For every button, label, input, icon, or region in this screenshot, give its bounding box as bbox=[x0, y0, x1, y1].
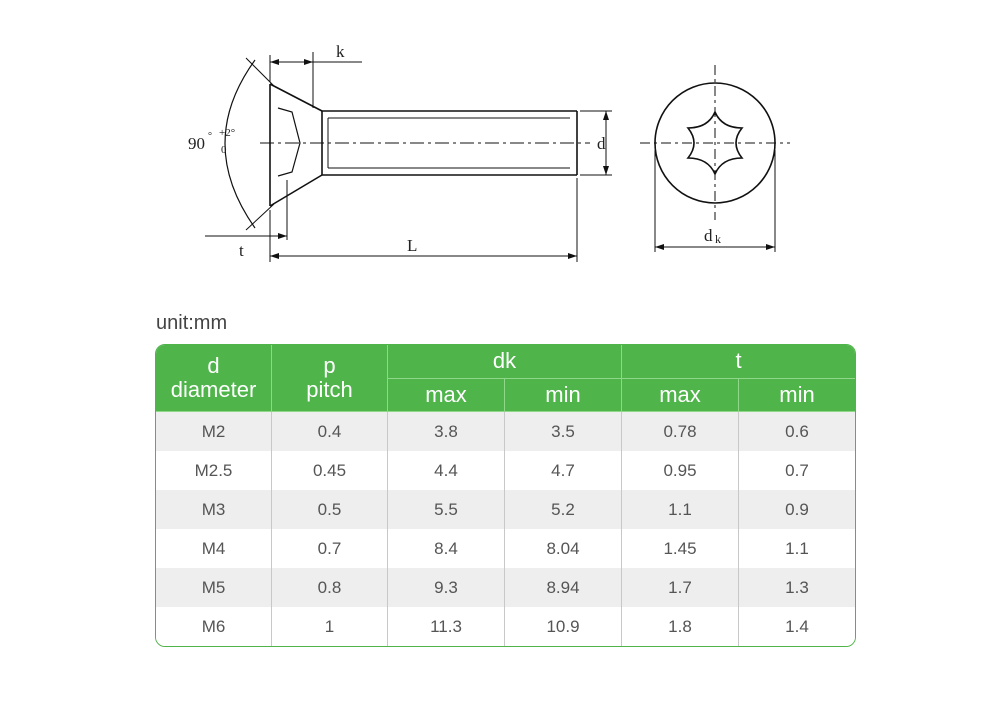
header-dk-min: min bbox=[505, 379, 622, 412]
cell-dk-max: 8.4 bbox=[388, 529, 505, 568]
table-row: M3 0.5 5.5 5.2 1.1 0.9 bbox=[156, 490, 855, 529]
table-row: M2 0.4 3.8 3.5 0.78 0.6 bbox=[156, 412, 855, 451]
cell-pitch: 0.45 bbox=[272, 451, 388, 490]
t-label: t bbox=[239, 241, 244, 260]
cell-t-min: 0.6 bbox=[739, 412, 855, 451]
cell-dk-max: 3.8 bbox=[388, 412, 505, 451]
cell-t-max: 1.1 bbox=[622, 490, 739, 529]
cell-t-max: 1.8 bbox=[622, 607, 739, 646]
angle-label: 90 bbox=[188, 134, 205, 153]
cell-dk-max: 4.4 bbox=[388, 451, 505, 490]
angle-tolerance-upper: +2° bbox=[219, 127, 235, 139]
table-row: M6 1 11.3 10.9 1.8 1.4 bbox=[156, 607, 855, 646]
header-d-text: diameter bbox=[170, 377, 257, 402]
cell-t-max: 1.45 bbox=[622, 529, 739, 568]
spec-table: d diameter p pitch dk t max min max min … bbox=[155, 344, 856, 647]
header-p-symbol: p bbox=[323, 352, 336, 378]
cell-t-max: 0.78 bbox=[622, 412, 739, 451]
cell-diameter: M5 bbox=[156, 568, 272, 607]
L-label: L bbox=[407, 236, 417, 255]
cell-dk-max: 11.3 bbox=[388, 607, 505, 646]
header-t: t bbox=[622, 345, 855, 379]
header-d-symbol: d bbox=[207, 352, 220, 378]
angle-tolerance-lower: 0 bbox=[221, 144, 227, 156]
header-dk-max: max bbox=[388, 379, 505, 412]
cell-t-min: 0.7 bbox=[739, 451, 855, 490]
cell-diameter: M2 bbox=[156, 412, 272, 451]
header-p-text: pitch bbox=[306, 377, 353, 402]
cell-t-min: 1.1 bbox=[739, 529, 855, 568]
cell-t-max: 0.95 bbox=[622, 451, 739, 490]
header-row-sub: max min max min bbox=[156, 379, 855, 412]
table-row: M2.5 0.45 4.4 4.7 0.95 0.7 bbox=[156, 451, 855, 490]
header-row-top: d diameter p pitch dk t bbox=[156, 345, 855, 412]
cell-dk-max: 9.3 bbox=[388, 568, 505, 607]
dk-label: d bbox=[704, 226, 713, 245]
unit-label: unit:mm bbox=[156, 312, 228, 334]
cell-dk-min: 8.04 bbox=[505, 529, 622, 568]
cell-dk-max: 5.5 bbox=[388, 490, 505, 529]
cell-diameter: M4 bbox=[156, 529, 272, 568]
angle-sup0: ° bbox=[208, 131, 212, 142]
table-row: M5 0.8 9.3 8.94 1.7 1.3 bbox=[156, 568, 855, 607]
dk-label-sub: k bbox=[715, 232, 721, 246]
cell-pitch: 0.7 bbox=[272, 529, 388, 568]
k-label: k bbox=[336, 42, 345, 61]
cell-diameter: M3 bbox=[156, 490, 272, 529]
cell-t-min: 0.9 bbox=[739, 490, 855, 529]
cell-dk-min: 10.9 bbox=[505, 607, 622, 646]
cell-t-max: 1.7 bbox=[622, 568, 739, 607]
d-label: d bbox=[597, 134, 606, 153]
cell-diameter: M2.5 bbox=[156, 451, 272, 490]
cell-diameter: M6 bbox=[156, 607, 272, 646]
screw-technical-drawing: k 90 ° +2° 0 d t L d k bbox=[188, 42, 790, 262]
cell-dk-min: 3.5 bbox=[505, 412, 622, 451]
cell-dk-min: 5.2 bbox=[505, 490, 622, 529]
header-t-max: max bbox=[622, 379, 739, 412]
cell-dk-min: 4.7 bbox=[505, 451, 622, 490]
cell-pitch: 0.4 bbox=[272, 412, 388, 451]
header-diameter: d diameter bbox=[156, 345, 272, 412]
cell-t-min: 1.3 bbox=[739, 568, 855, 607]
cell-t-min: 1.4 bbox=[739, 607, 855, 646]
header-dk: dk bbox=[388, 345, 622, 379]
cell-pitch: 0.8 bbox=[272, 568, 388, 607]
cell-dk-min: 8.94 bbox=[505, 568, 622, 607]
cell-pitch: 0.5 bbox=[272, 490, 388, 529]
cell-pitch: 1 bbox=[272, 607, 388, 646]
header-t-min: min bbox=[739, 379, 855, 412]
table-row: M4 0.7 8.4 8.04 1.45 1.1 bbox=[156, 529, 855, 568]
header-pitch: p pitch bbox=[272, 345, 388, 412]
